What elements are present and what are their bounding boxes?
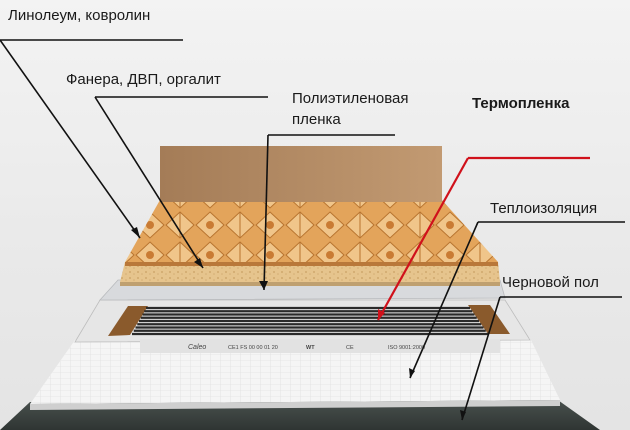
label-plywood: Фанера, ДВП, оргалит: [66, 71, 221, 88]
leader-arrowheads: [131, 227, 466, 420]
back-wall: [160, 146, 442, 202]
film-code: CE1 FS 00 00 01 20: [228, 345, 278, 351]
thermofilm-layer: [74, 299, 531, 353]
leader-thermofilm: [377, 156, 590, 321]
label-subfloor: Черновой пол: [502, 274, 599, 291]
film-ce-mark: CE: [346, 345, 354, 351]
leader-linoleum: [0, 39, 141, 239]
film-mark: WT: [306, 345, 315, 351]
leader-lines: [0, 39, 625, 421]
label-linoleum: Линолеум, ковролин: [8, 7, 151, 24]
film-brand: Caleo: [188, 344, 206, 351]
label-insulation: Теплоизоляция: [490, 200, 598, 217]
insulation-layer: [30, 338, 560, 410]
leader-insulation: [409, 221, 479, 379]
label-polyethylene-line2: пленка: [292, 111, 341, 128]
linoleum-layer: [125, 198, 498, 266]
film-iso-mark: ISO 9001:2000: [388, 345, 425, 351]
film-print: Caleo CE1 FS 00 00 01 20 WT CE ISO 9001:…: [188, 344, 425, 351]
label-polyethylene: Полиэтиленовая пленка: [292, 88, 452, 130]
leader-plywood: [94, 96, 204, 269]
leader-subfloor: [461, 296, 501, 421]
leader-poly: [263, 134, 269, 291]
label-thermofilm: Термопленка: [472, 95, 570, 112]
label-polyethylene-line1: Полиэтиленовая: [292, 90, 409, 107]
plywood-layer: [120, 262, 500, 286]
